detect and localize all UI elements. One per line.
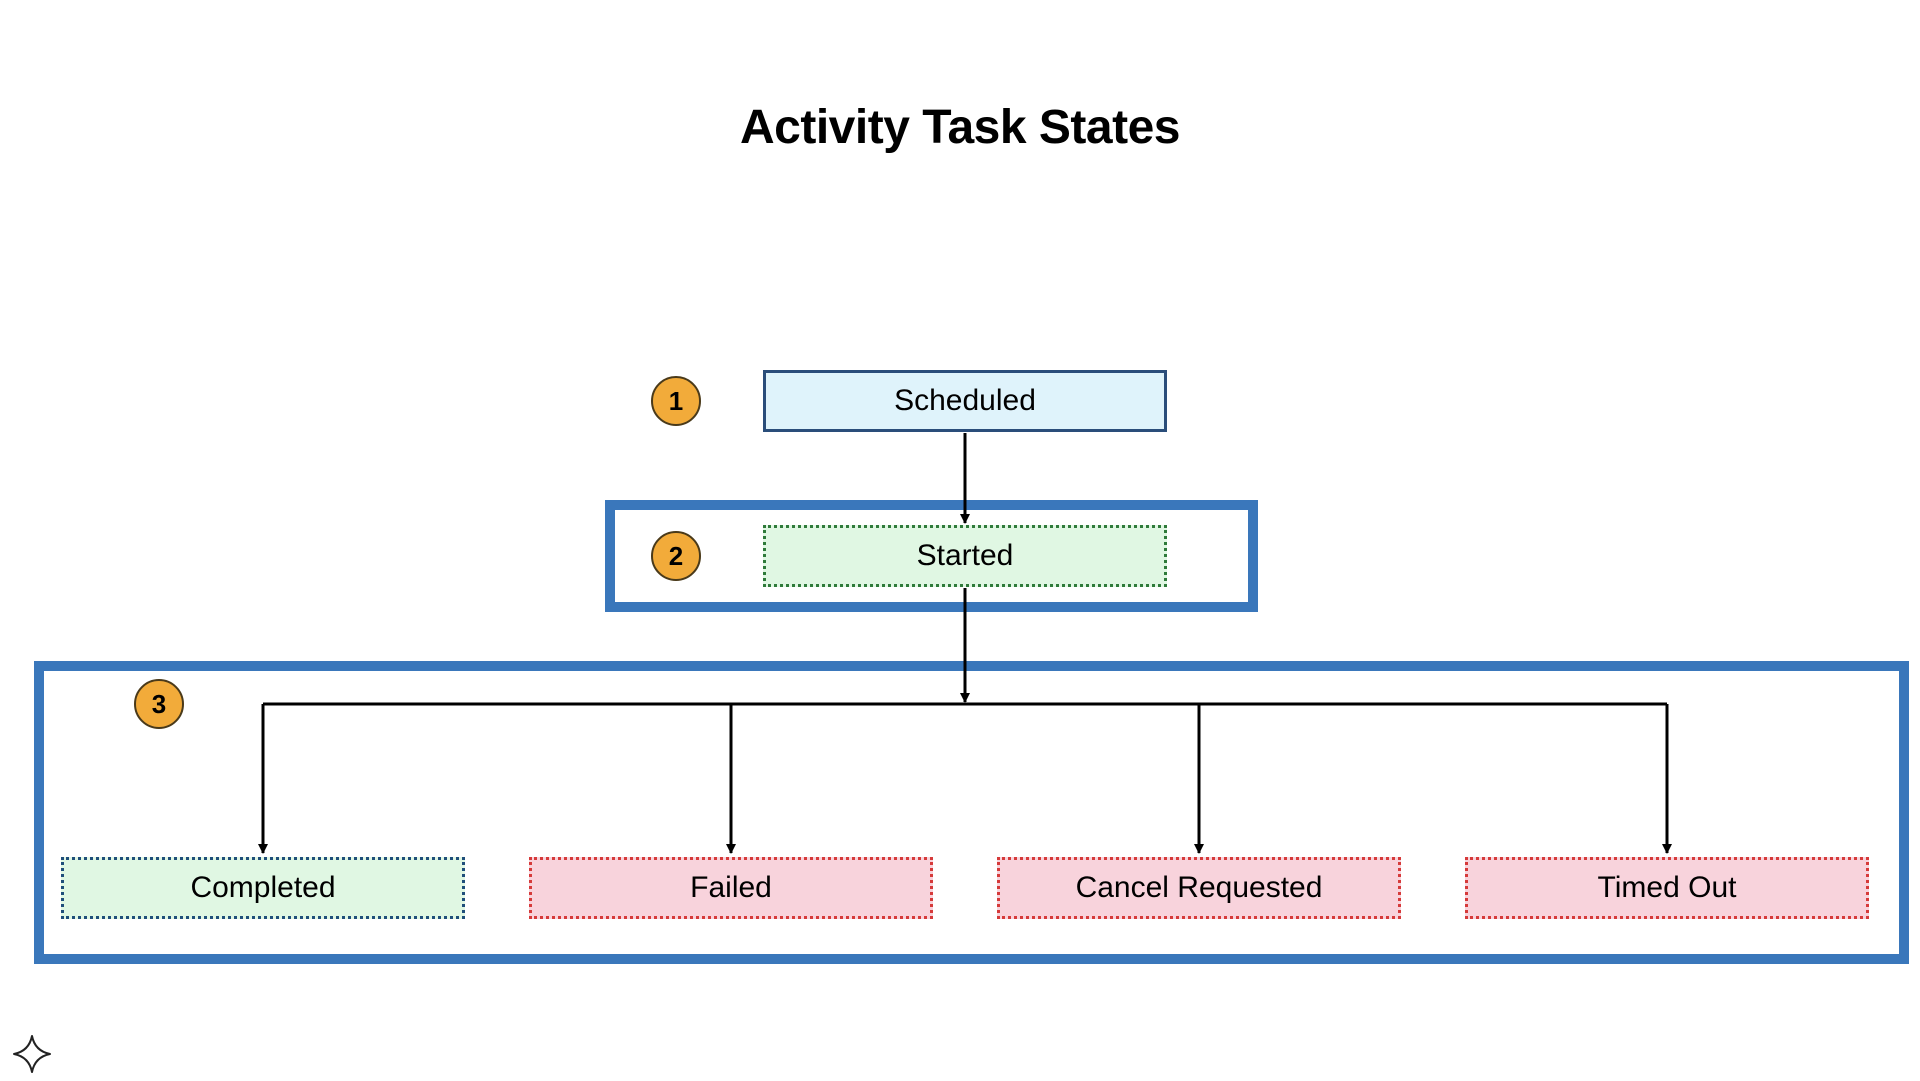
started-group-frame	[605, 500, 1258, 612]
state-started: Started	[763, 525, 1167, 587]
state-completed: Completed	[61, 857, 465, 919]
state-cancel-requested: Cancel Requested	[997, 857, 1401, 919]
step-badge-2: 2	[651, 531, 701, 581]
step-badge-1: 1	[651, 376, 701, 426]
state-timed-out: Timed Out	[1465, 857, 1869, 919]
terminal-states-group-frame	[34, 661, 1909, 964]
move-handle-icon[interactable]	[10, 1032, 54, 1076]
state-failed: Failed	[529, 857, 933, 919]
diagram-title: Activity Task States	[740, 101, 1180, 154]
state-scheduled: Scheduled	[763, 370, 1167, 432]
step-badge-3: 3	[134, 679, 184, 729]
